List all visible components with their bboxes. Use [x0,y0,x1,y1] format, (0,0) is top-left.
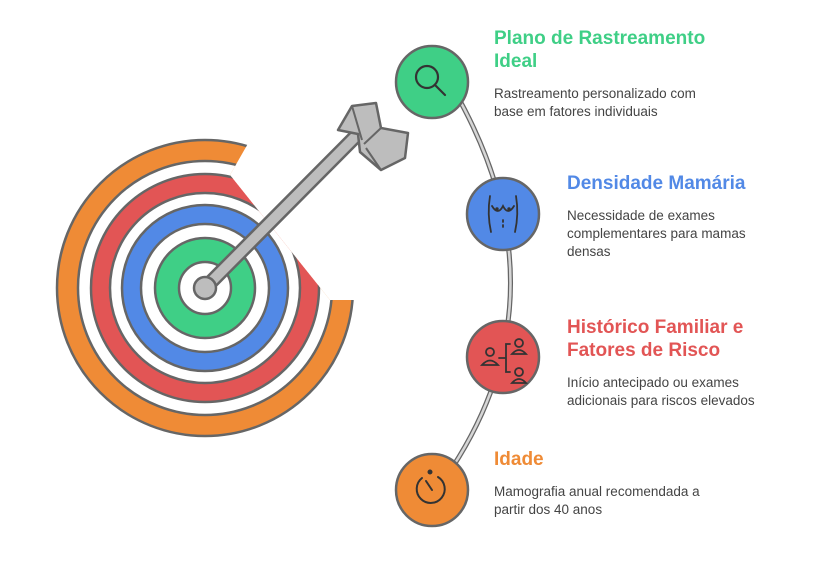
torso-icon [487,195,519,233]
node-family-history [465,319,541,395]
item-title: Densidade Mamária [567,173,746,194]
node-age [394,452,470,528]
item-description: Rastreamento personalizado com base em f… [494,86,696,119]
item-family-history: Histórico Familiar e Fatores de Risco In… [567,316,797,410]
node-ideal-plan [394,44,470,120]
timeline-arc-inner [450,88,512,470]
item-title: Plano de Rastreamento Ideal [494,28,706,72]
arrow-tip [192,275,218,301]
family-tree-icon [479,338,528,384]
item-description: Necessidade de exames complementares par… [567,208,746,259]
item-age: Idade Mamografia anual recomendada a par… [494,448,704,519]
node-breast-density [465,176,541,252]
arrow [192,101,410,301]
clock-icon [415,469,446,504]
item-description: Início antecipado ou exames adicionais p… [567,375,755,408]
item-ideal-plan: Plano de Rastreamento Ideal Rastreamento… [494,27,724,121]
magnifier-icon [414,64,447,97]
item-title: Histórico Familiar e Fatores de Risco [567,317,744,361]
item-breast-density: Densidade Mamária Necessidade de exames … [567,172,787,261]
item-title: Idade [494,449,544,470]
item-description: Mamografia anual recomendada a partir do… [494,484,700,517]
